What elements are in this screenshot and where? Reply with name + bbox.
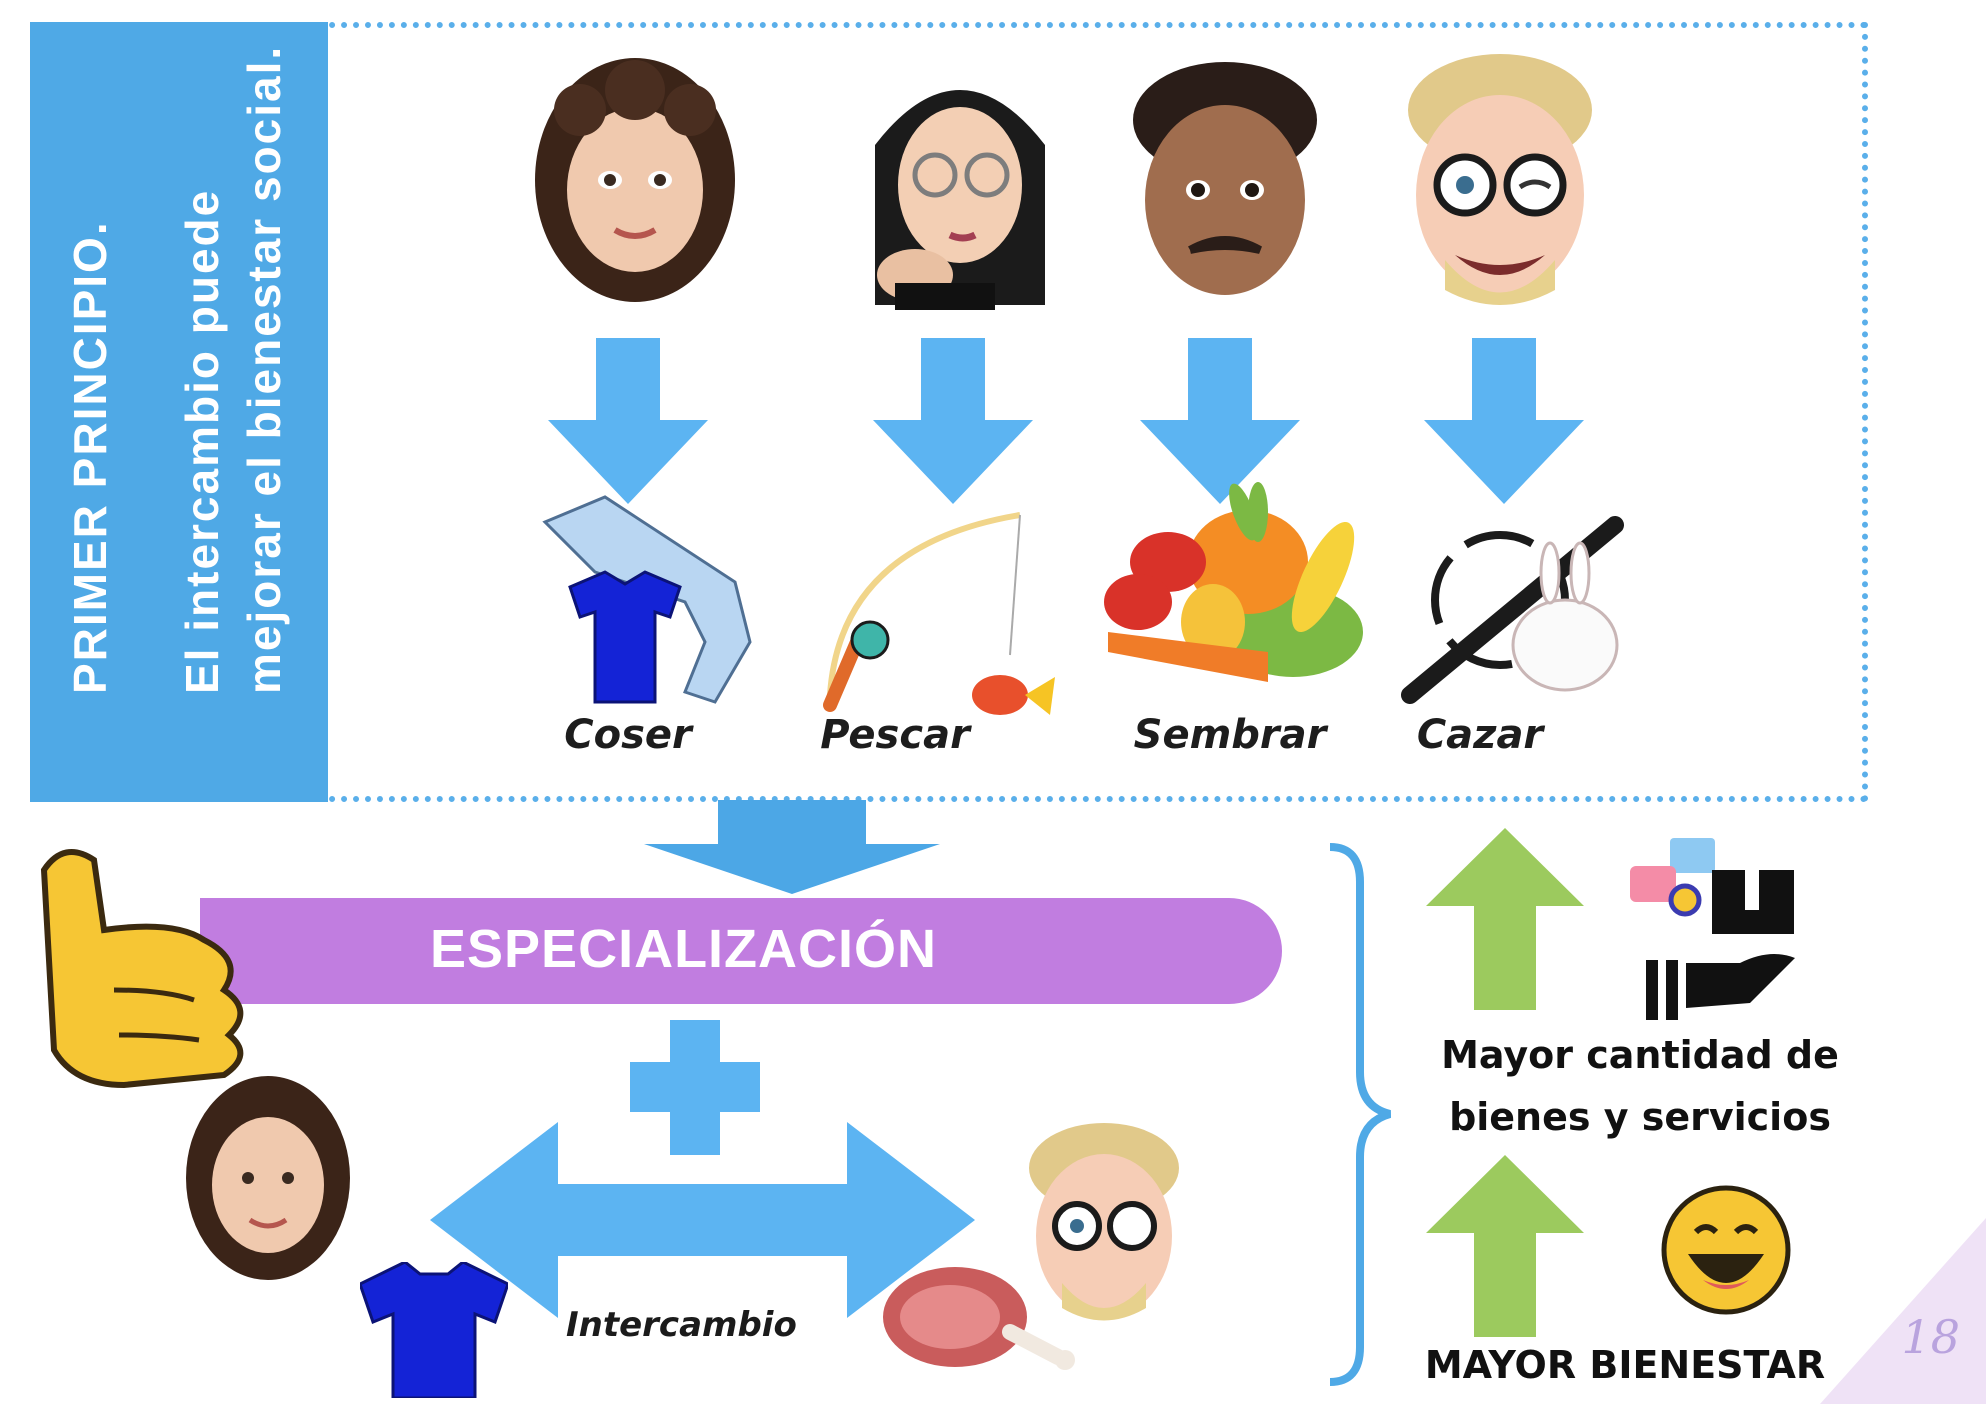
- arrow-down-coser-icon: [548, 338, 708, 504]
- goods-services-icon: [1630, 838, 1795, 1020]
- page-corner-decoration: [1820, 1218, 1986, 1404]
- meat-leg-icon: [883, 1267, 1075, 1370]
- wellbeing-text: MAYOR BIENESTAR: [1424, 1343, 1826, 1387]
- arrow-down-cazar-icon: [1424, 338, 1584, 504]
- plus-icon: [630, 1020, 760, 1155]
- label-sembrar: Sembrar: [1133, 712, 1327, 758]
- clothes-icon: [542, 495, 752, 704]
- principle-title: PRIMER PRINCIPIO.: [64, 220, 116, 694]
- laughing-face-icon: [1661, 1185, 1791, 1315]
- avatar-woman-glasses-icon: [875, 90, 1045, 310]
- rifle-rabbit-icon: [1401, 516, 1624, 704]
- brace-icon: [1329, 843, 1392, 1386]
- arrow-up-wellbeing-icon: [1426, 1155, 1584, 1337]
- avatar-man-mustache-icon: [1133, 62, 1317, 295]
- principle-panel: PRIMER PRINCIPIO. El intercambio puede m…: [30, 22, 328, 802]
- avatar-woman-curly-icon: [535, 58, 735, 302]
- avatar-man-blond-small-icon: [1029, 1123, 1179, 1321]
- specialization-bar: [200, 898, 1282, 1004]
- principle-subtitle-1: El intercambio puede: [176, 188, 228, 694]
- specialization-label: ESPECIALIZACIÓN: [430, 919, 938, 979]
- label-coser: Coser: [564, 712, 692, 758]
- exchange-double-arrow-icon: [430, 1122, 975, 1318]
- avatar-woman-curly-small-icon: [186, 1076, 350, 1280]
- thumbs-up-icon: [40, 849, 244, 1089]
- arrow-down-sembrar-icon: [1140, 338, 1300, 504]
- shirt-icon: [360, 1262, 508, 1398]
- goods-line-2: bienes y servicios: [1449, 1095, 1831, 1139]
- avatar-man-blond-icon: [1408, 54, 1592, 305]
- goods-line-1: Mayor cantidad de: [1441, 1033, 1839, 1077]
- label-cazar: Cazar: [1416, 712, 1544, 758]
- page-number: 18: [1901, 1310, 1960, 1364]
- arrow-down-specialization-icon: [644, 800, 940, 894]
- fishing-rod-icon: [823, 512, 1055, 715]
- vegetables-icon: [1104, 482, 1363, 682]
- principle-subtitle-2: mejorar el bienestar social.: [238, 44, 290, 694]
- principle-text: PRIMER PRINCIPIO. El intercambio puede m…: [30, 22, 328, 802]
- goods-services-text: Mayor cantidad de bienes y servicios: [1435, 1024, 1845, 1148]
- exchange-label: Intercambio: [566, 1305, 797, 1345]
- label-pescar: Pescar: [820, 712, 970, 758]
- arrow-up-goods-icon: [1426, 828, 1584, 1010]
- arrow-down-pescar-icon: [873, 338, 1033, 504]
